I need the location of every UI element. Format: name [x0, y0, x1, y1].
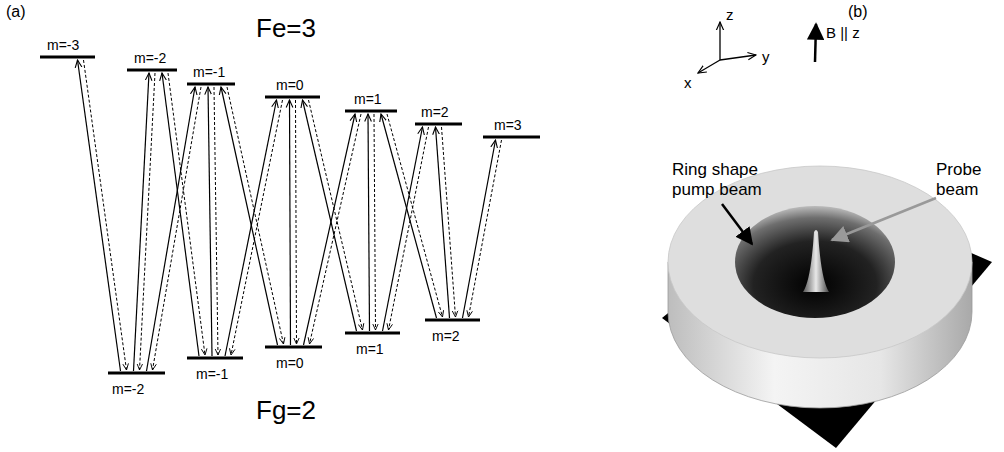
absorption-line: [147, 87, 196, 371]
emission-line: [310, 114, 362, 344]
ground-level: [425, 319, 480, 322]
callout-label: Probe beam: [936, 160, 996, 199]
transitions: [78, 60, 502, 371]
absorption-line: [436, 127, 450, 318]
emission-line: [140, 73, 156, 370]
absorption-line: [303, 100, 357, 331]
level-label: m=3: [494, 117, 522, 133]
level-label: m=0: [276, 77, 304, 93]
emission-line: [387, 114, 443, 317]
emission-line: [214, 87, 218, 355]
absorption-line: [304, 114, 356, 345]
panel-label: (a): [6, 3, 26, 21]
absorption-line: [290, 100, 291, 345]
field-label: B || z: [826, 24, 860, 41]
absorption-line: [381, 114, 437, 318]
emission-line: [153, 87, 202, 370]
emission-line: [296, 100, 297, 344]
absorption-line: [221, 87, 278, 345]
level-label: m=1: [356, 341, 384, 357]
absorption-line: [368, 114, 370, 331]
level-label: m=-3: [47, 37, 79, 53]
emission-line: [374, 114, 376, 330]
level-label: m=1: [354, 91, 382, 107]
axis-label: y: [762, 48, 770, 65]
level-label: m=-1: [196, 366, 228, 382]
field-arrow: [815, 24, 816, 62]
ground-level: [345, 332, 400, 335]
y-axis: [720, 55, 756, 60]
axis-label: x: [684, 74, 692, 91]
energy-levels: [40, 57, 540, 373]
x-axis: [698, 60, 720, 73]
axis-label: z: [726, 6, 734, 23]
emission-line: [84, 60, 127, 370]
leader-arrow: [722, 204, 752, 244]
excited-level: [187, 83, 235, 86]
probe-spike: [803, 230, 829, 292]
emission-line: [469, 140, 502, 317]
emission-line: [442, 127, 456, 317]
leader-arrow: [832, 198, 936, 240]
level-name: Fg=2: [256, 396, 316, 426]
absorption-line: [208, 87, 212, 356]
ring-hole: [735, 206, 895, 318]
level-label: m=0: [276, 355, 304, 371]
absorption-line: [78, 60, 121, 371]
ground-level: [108, 372, 165, 375]
absorption-line: [383, 127, 423, 331]
absorption-line: [134, 73, 150, 371]
excited-level: [483, 136, 540, 139]
axes: [698, 22, 756, 73]
emission-line: [309, 100, 363, 330]
level-label: m=-2: [112, 381, 144, 397]
absorption-line: [162, 73, 199, 356]
level-name: Fe=3: [256, 14, 316, 44]
excited-level: [345, 110, 397, 113]
emission-line: [168, 73, 205, 355]
level-label: m=-1: [193, 64, 225, 80]
level-label: m=2: [432, 328, 460, 344]
level-label: m=-2: [134, 50, 166, 66]
excited-level: [265, 96, 320, 99]
excited-level: [127, 69, 177, 72]
z-axis: [719, 22, 720, 60]
callout-label: Ring shape pump beam: [672, 160, 772, 199]
ground-level: [265, 346, 322, 349]
ground-level: [187, 357, 243, 360]
absorption-line: [463, 140, 496, 318]
excited-level: [415, 123, 462, 126]
emission-line: [227, 87, 284, 344]
level-label: m=2: [421, 104, 449, 120]
panel-label: (b): [848, 3, 868, 21]
excited-level: [40, 56, 95, 59]
emission-line: [389, 127, 429, 330]
